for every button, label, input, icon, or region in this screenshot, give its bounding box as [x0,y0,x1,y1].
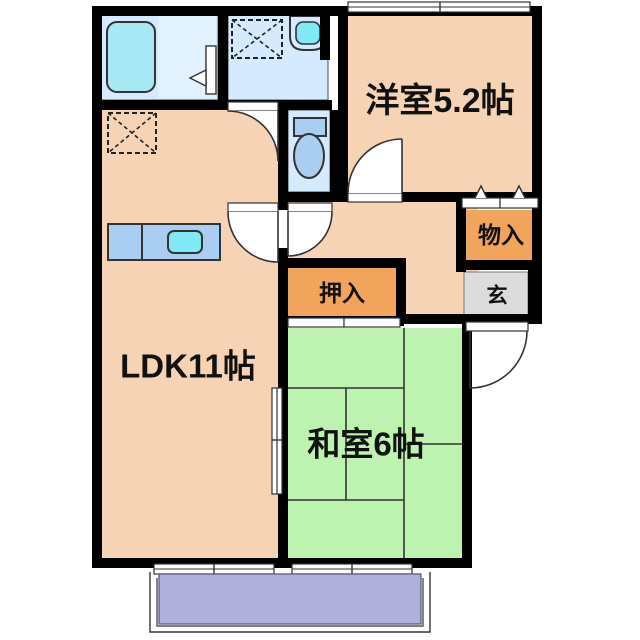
wall-right [532,6,542,324]
wall-monoire-left [456,202,466,272]
wall-left [92,6,102,566]
washbasin-bowl-icon [295,21,321,45]
oshiire-fill [288,266,396,318]
wall-genkan-right [528,262,542,324]
wall-hallway-bottom-2 [396,258,406,322]
powder-room-door [227,101,279,162]
balcony-window-washitsu [291,563,413,575]
wall-toilet-left [278,110,288,202]
room-label-genkan: 玄 [487,284,508,308]
room-label-oshiire: 押入 [319,280,365,306]
youshitsu-window [347,1,531,13]
bathtub-icon [106,21,156,93]
wall-under-bath [92,100,332,110]
room-label-ldk: LDK11帖 [120,348,256,385]
walls [92,6,542,568]
wall-toilet-right [330,110,340,202]
wall-top [92,6,542,16]
wall-monoire-bottom [456,260,540,270]
balcony-window-ldk [153,563,275,575]
washing-machine-space-icon [231,19,283,59]
balcony [149,572,431,633]
wall-youshitsu-left [338,10,348,202]
wall-hallway-bottom [288,258,404,268]
hallway-door [227,202,279,263]
refrigerator-space-icon [107,112,157,154]
wall-toilet-bottom [278,192,340,202]
toilet-bowl-icon [293,133,325,179]
wall-washitsu-right [462,316,472,568]
room-labels: 洋室5.2帖 LDK11帖 和室6帖 物入 押入 玄 [120,81,524,463]
room-label-washitsu: 和室6帖 [307,426,424,463]
tatami-mat-lines [288,328,462,560]
oshiire-doors [287,317,401,328]
monoire-window [461,184,539,209]
wall-powder-right-2 [320,100,330,110]
room-label-monoire: 物入 [478,222,524,248]
monoire-fill [464,210,538,260]
bath-door [188,45,217,95]
genkan-fill [463,271,529,323]
balcony-fill [158,573,422,625]
toilet-door [287,202,333,257]
wall-youshitsu-bottom [338,192,542,202]
youshitsu-door [347,138,403,203]
entrance-door [465,321,529,389]
room-label-youshitsu: 洋室5.2帖 [365,81,514,120]
kitchen-counter-icon [107,223,221,261]
wall-ldk-right-lower [278,248,288,568]
ldk-fill [100,110,278,560]
kitchen-sink-icon [167,230,203,254]
openings [153,1,539,575]
wall-hallway-bottom-3 [396,314,536,324]
wall-powder-right [320,10,330,60]
washitsu-sliding-door [271,387,283,495]
wall-bath-divider [218,10,228,102]
